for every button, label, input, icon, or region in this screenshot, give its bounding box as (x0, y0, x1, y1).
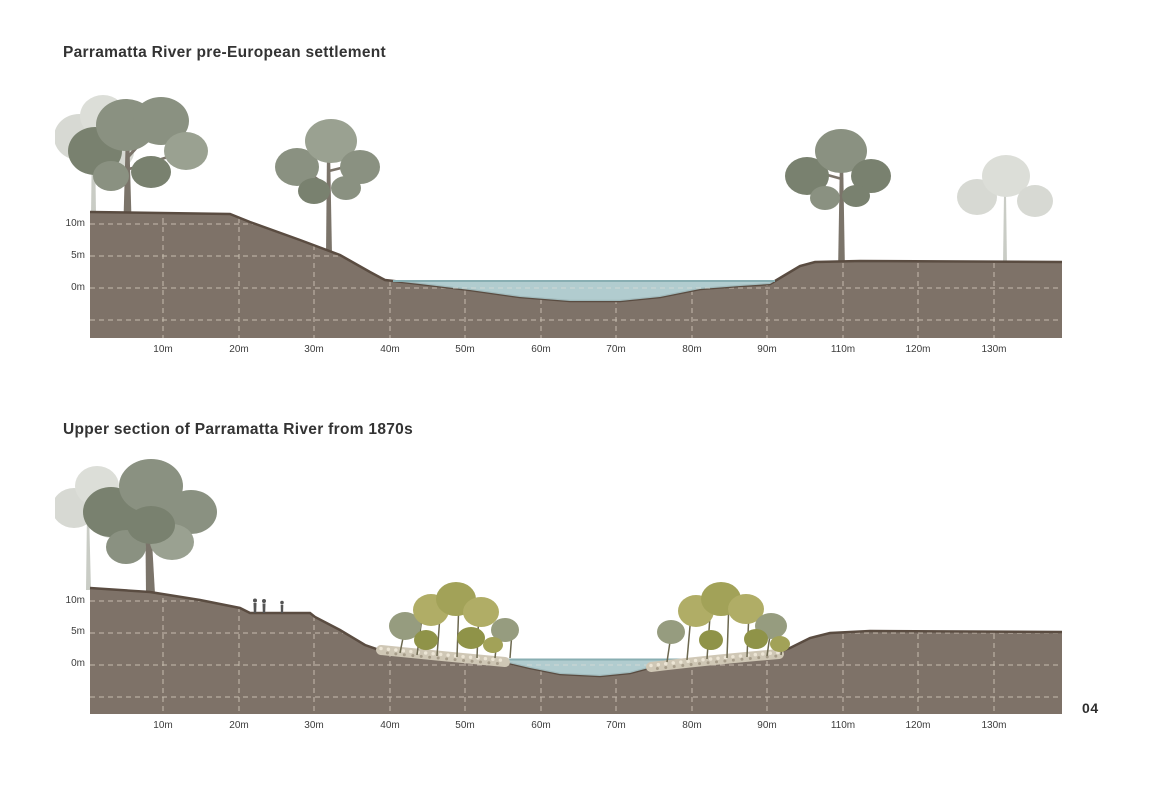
x-axis-label: 110m (830, 720, 856, 731)
section2-diagram: 10m 5m 0m 10m 20m 30m 40m 50m 60m 70m 80… (55, 450, 1095, 750)
x-axis-label: 50m (455, 344, 475, 355)
x-axis-label: 20m (229, 344, 249, 355)
rocky-embankment (376, 645, 510, 667)
people-figures-icon (253, 598, 284, 613)
x-axis-label: 10m (153, 720, 173, 731)
x-axis-label: 80m (682, 720, 702, 731)
mangrove-trees-icon (389, 582, 519, 659)
section2-cross-section-svg (55, 459, 1063, 714)
x-axis-label: 80m (682, 344, 702, 355)
river-water (393, 281, 775, 301)
x-axis-label: 30m (304, 344, 324, 355)
x-axis-label: 20m (229, 720, 249, 731)
eucalyptus-tree-icon (68, 97, 208, 237)
x-axis-label: 120m (905, 344, 931, 355)
x-axis-label: 50m (455, 720, 475, 731)
terrain-soil (90, 588, 1062, 714)
rocky-embankment (646, 649, 784, 672)
section1-title: Parramatta River pre-European settlement (63, 44, 386, 61)
x-axis-label: 60m (531, 720, 551, 731)
section1-diagram: 10m 5m 0m 10m 20m 30m 40m 50m 60m 70m 80… (55, 75, 1095, 375)
eucalyptus-tree-icon (785, 129, 891, 273)
x-axis-label: 90m (757, 344, 777, 355)
ghost-tree-icon (957, 155, 1053, 265)
y-axis-label: 5m (71, 250, 85, 261)
section2-title: Upper section of Parramatta River from 1… (63, 421, 414, 438)
terrain-soil (90, 212, 1062, 338)
x-axis-label: 70m (606, 344, 626, 355)
page-number: 04 (1082, 700, 1099, 716)
x-axis-label: 120m (905, 720, 931, 731)
eucalyptus-tree-icon (83, 459, 217, 594)
x-axis-label: 30m (304, 720, 324, 731)
x-axis-label: 130m (981, 720, 1007, 731)
x-axis-label: 60m (531, 344, 551, 355)
section1-cross-section-svg (55, 95, 1063, 338)
x-axis-label: 40m (380, 344, 400, 355)
y-axis-label: 0m (71, 658, 85, 669)
x-axis-label: 40m (380, 720, 400, 731)
x-axis-label: 90m (757, 720, 777, 731)
river-water (450, 659, 700, 676)
y-axis-label: 10m (65, 218, 85, 229)
y-axis-label: 0m (71, 282, 85, 293)
y-axis-label: 5m (71, 626, 85, 637)
x-axis-label: 10m (153, 344, 173, 355)
x-axis-label: 130m (981, 344, 1007, 355)
y-axis-label: 10m (65, 595, 85, 606)
eucalyptus-tree-icon (275, 119, 380, 255)
x-axis-label: 70m (606, 720, 626, 731)
x-axis-label: 110m (830, 344, 856, 355)
mangrove-trees-icon (657, 582, 790, 663)
